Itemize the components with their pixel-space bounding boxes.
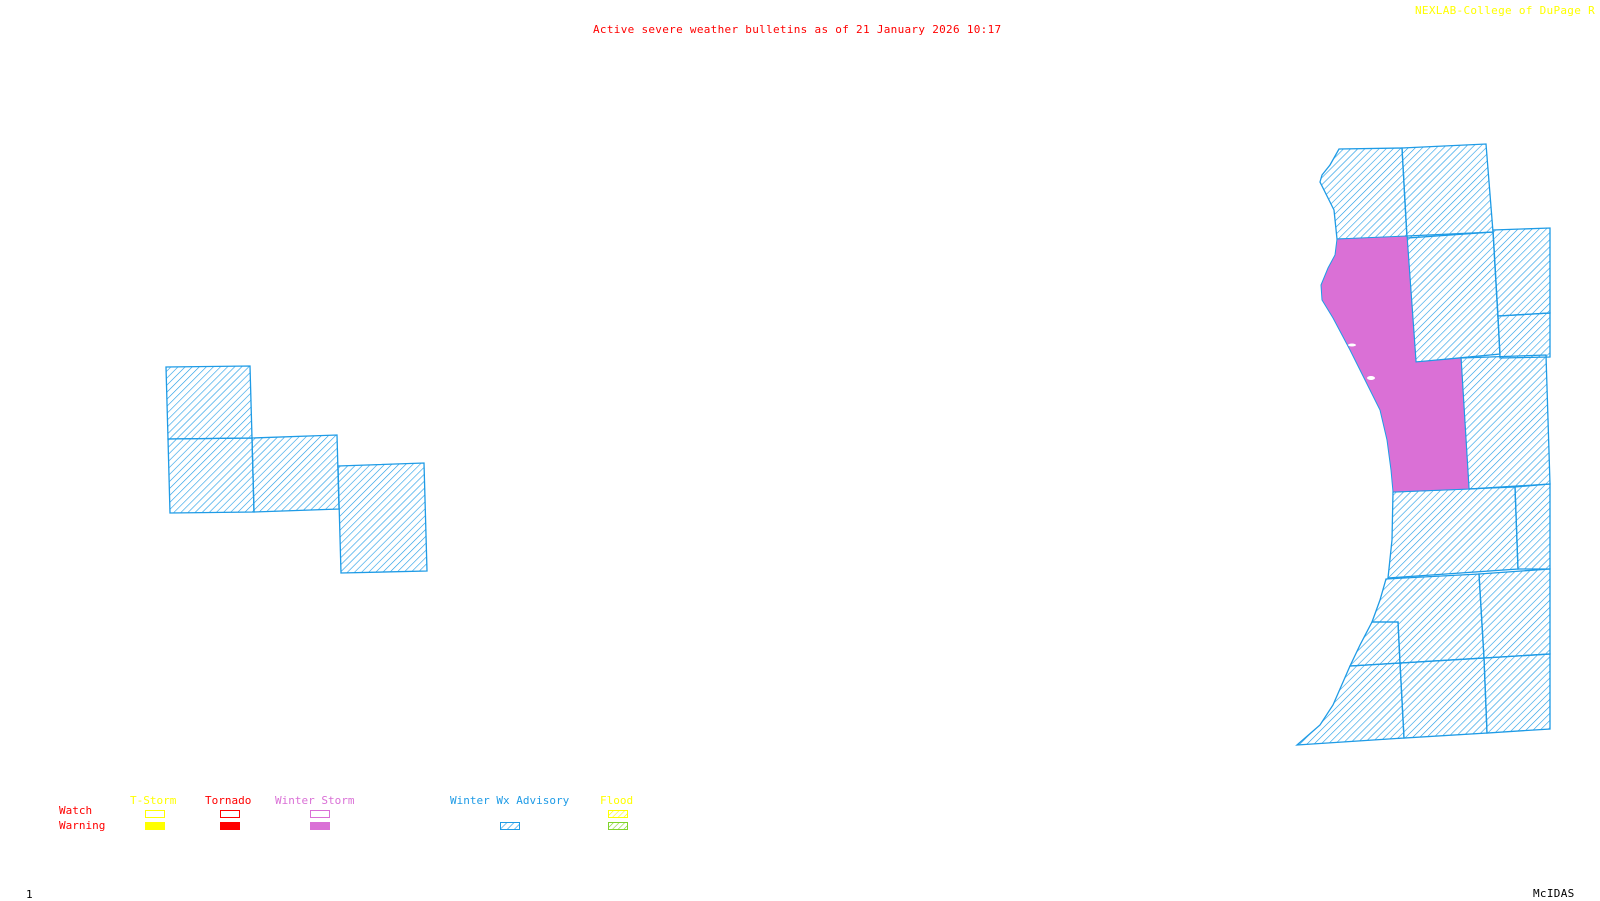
county-warning[interactable] xyxy=(1320,235,1470,493)
county-advisory[interactable] xyxy=(1295,662,1405,746)
advisory-group-west xyxy=(165,365,428,574)
legend-tornado-label: Tornado xyxy=(205,794,252,807)
legend-tornado-warning-swatch xyxy=(220,822,240,830)
advisory-group-east xyxy=(1295,143,1551,746)
county-advisory[interactable] xyxy=(167,437,255,514)
legend-winter-storm-watch-swatch xyxy=(310,810,330,818)
legend-tstorm-label: T-Storm xyxy=(130,794,177,807)
county-advisory[interactable] xyxy=(1401,143,1494,239)
county-advisory[interactable] xyxy=(1348,621,1401,667)
county-advisory[interactable] xyxy=(1478,568,1551,659)
legend-flood-label: Flood xyxy=(600,794,634,807)
lake-islands xyxy=(1348,343,1375,380)
legend-row-warning: Warning xyxy=(59,819,106,832)
county-advisory[interactable] xyxy=(251,434,340,513)
county-advisory[interactable] xyxy=(1460,354,1551,490)
county-advisory[interactable] xyxy=(1483,653,1551,734)
legend-winter-advisory-swatch xyxy=(500,822,520,830)
county-advisory[interactable] xyxy=(1497,312,1551,359)
winter-storm-warning-area xyxy=(1320,235,1470,493)
county-advisory[interactable] xyxy=(1492,227,1551,317)
bulletin-title: Active severe weather bulletins as of 21… xyxy=(593,23,1002,36)
county-advisory[interactable] xyxy=(1399,657,1488,739)
county-advisory[interactable] xyxy=(337,462,428,574)
legend-winter-storm-label: Winter Storm xyxy=(275,794,355,807)
legend-tstorm-watch-swatch xyxy=(145,810,165,818)
legend-winter-storm-warning-swatch xyxy=(310,822,330,830)
legend-tstorm-warning-swatch xyxy=(145,822,165,830)
legend-winter-advisory-label: Winter Wx Advisory xyxy=(450,794,570,807)
legend-tornado-watch-swatch xyxy=(220,810,240,818)
legend-flood-warning-swatch xyxy=(608,822,628,830)
county-advisory[interactable] xyxy=(1406,231,1501,363)
legend-row-watch: Watch xyxy=(59,804,93,817)
legend-flood-watch-swatch xyxy=(608,810,628,818)
credit-label: NEXLAB-College of DuPage R xyxy=(1415,4,1595,17)
county-advisory[interactable] xyxy=(165,365,253,440)
frame-number: 1 xyxy=(26,888,33,901)
county-advisory[interactable] xyxy=(1514,483,1551,570)
county-advisory[interactable] xyxy=(1319,147,1408,240)
software-label: McIDAS xyxy=(1533,887,1575,900)
county-advisory[interactable] xyxy=(1387,486,1519,579)
